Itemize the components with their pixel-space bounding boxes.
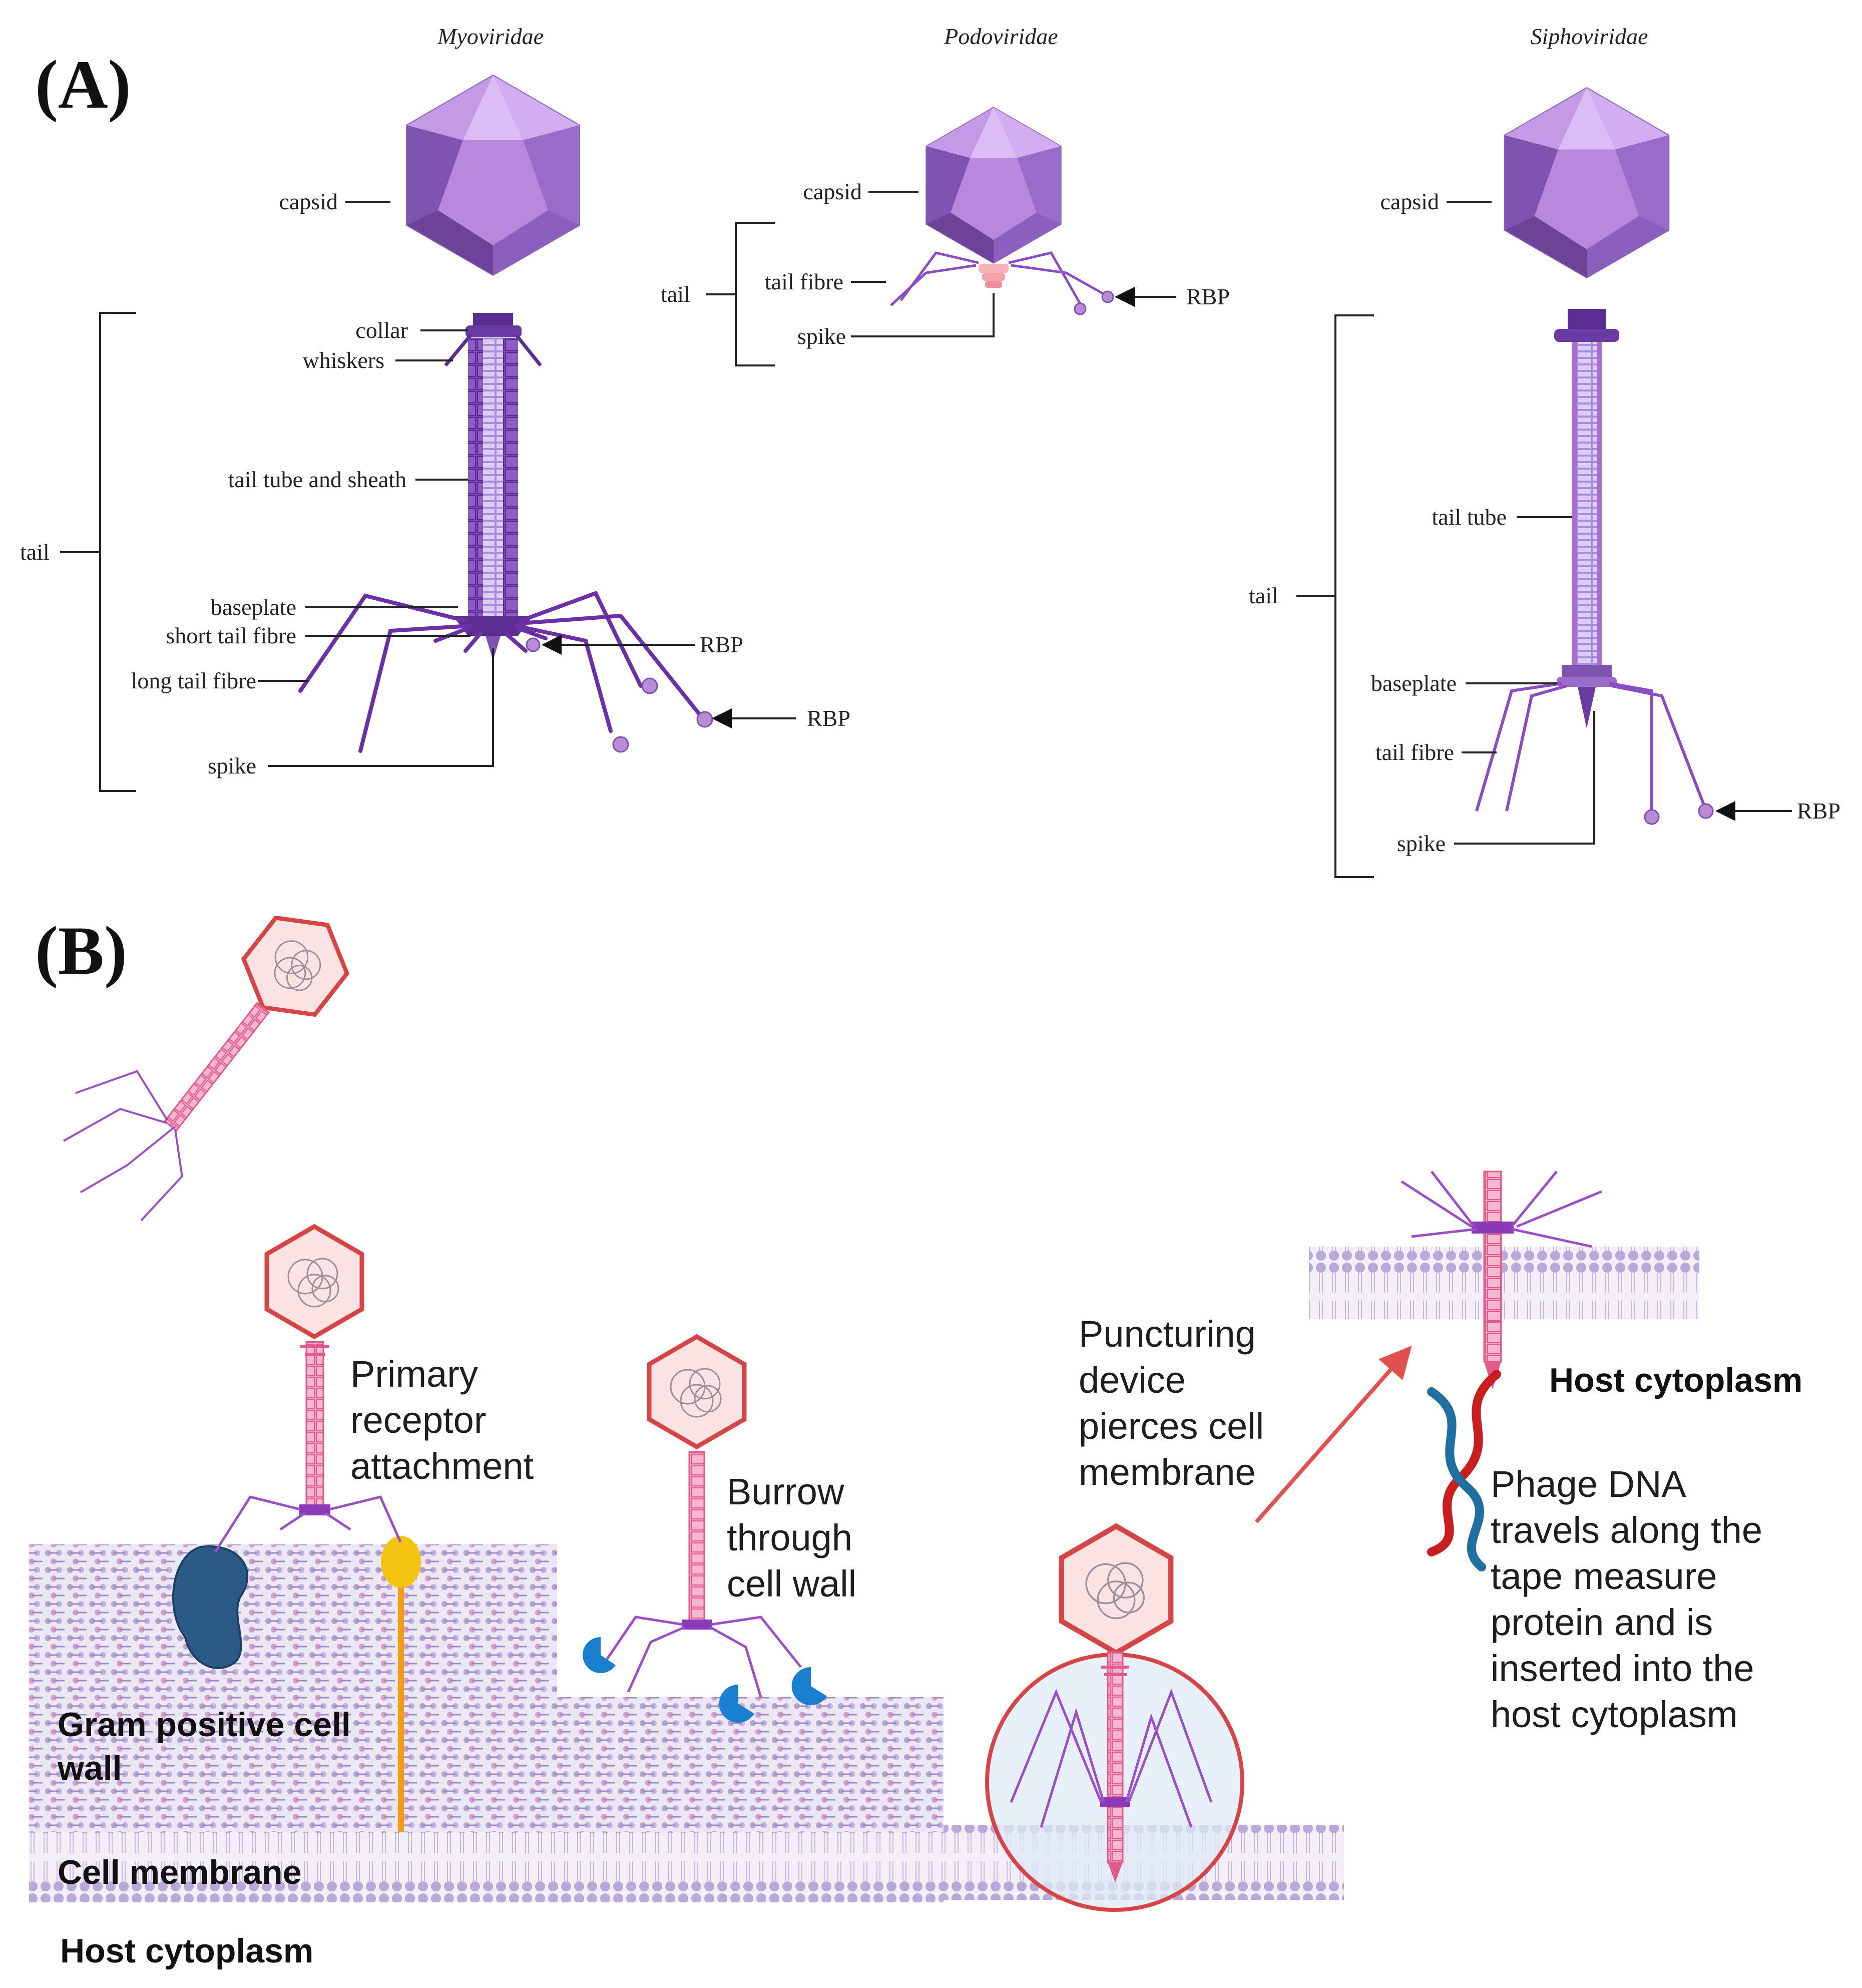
panel-b-label: (B) [35, 912, 127, 989]
myoviridae-collar [473, 313, 513, 327]
puncture-line-2: device [1079, 1359, 1186, 1401]
burrow-line-3: cell wall [727, 1563, 856, 1605]
siphoviridae-label-tail-fibre: tail fibre [1375, 739, 1454, 765]
myoviridae-label-rbp-1: RBP [700, 632, 743, 657]
podoviridae-label-rbp: RBP [1186, 284, 1230, 309]
attachment-line-2: receptor [350, 1399, 486, 1441]
podoviridae-diagram: Podoviridae capsid tail tail fibre [661, 24, 1230, 366]
podoviridae-fibres [890, 251, 1107, 306]
siphoviridae-baseplate [1562, 665, 1612, 677]
receptor-stalk [398, 1572, 404, 1832]
siphoviridae-label-tail: tail [1249, 583, 1278, 608]
myoviridae-diagram: Myoviridae [20, 24, 850, 792]
zoom-puncture-icon [1309, 1170, 1699, 1389]
cell-wall-label-1: Gram positive cell [58, 1706, 351, 1744]
enzyme-icon [791, 1667, 827, 1705]
siphoviridae-label-capsid: capsid [1380, 189, 1439, 214]
step-puncture-text: Puncturing device pierces cell membrane [1079, 1313, 1264, 1493]
myoviridae-label-capsid: capsid [279, 189, 338, 214]
podoviridae-leaders [706, 191, 1176, 366]
dna-line-6: host cytoplasm [1491, 1694, 1738, 1735]
dna-helix-icon [1427, 1370, 1501, 1571]
siphoviridae-label-baseplate: baseplate [1371, 670, 1457, 696]
siphoviridae-baseplate-ring [1557, 677, 1617, 687]
podoviridae-rbp-tips [1074, 290, 1114, 315]
panel-a-label: (A) [35, 46, 131, 123]
myoviridae-label-long-tail-fibre: long tail fibre [131, 668, 256, 693]
podoviridae-title: Podoviridae [944, 24, 1058, 49]
myoviridae-title: Myoviridae [437, 24, 544, 49]
siphoviridae-fibres [1475, 682, 1706, 812]
myoviridae-label-rbp-2: RBP [807, 705, 850, 731]
siphoviridae-rbp-tips [1644, 803, 1714, 825]
myoviridae-label-baseplate: baseplate [211, 594, 296, 620]
step-dna-text: Phage DNA travels along the tape measure… [1491, 1463, 1762, 1735]
myoviridae-baseplate [453, 616, 533, 636]
burrow-line-2: through [727, 1517, 852, 1558]
gram-positive-wall-thin [556, 1697, 944, 1832]
myoviridae-capsid-icon [406, 75, 580, 276]
free-phage-icon [63, 867, 363, 1222]
dna-line-1: Phage DNA [1491, 1463, 1686, 1505]
dna-line-5: inserted into the [1491, 1648, 1754, 1689]
enzyme-icon [583, 1637, 616, 1673]
dna-line-4: protein and is [1491, 1602, 1713, 1643]
cell-membrane-strip [29, 1832, 944, 1902]
myoviridae-label-tail-tube-sheath: tail tube and sheath [228, 467, 406, 492]
dna-line-3: tape measure [1491, 1555, 1717, 1597]
myoviridae-collar-ring [465, 325, 522, 337]
burrow-line-1: Burrow [727, 1471, 844, 1512]
podoviridae-label-capsid: capsid [803, 179, 862, 204]
phage-puncture-icon [985, 1526, 1244, 1912]
myoviridae-label-spike: spike [208, 753, 256, 778]
siphoviridae-collar [1568, 309, 1606, 329]
phage-burrow-icon [597, 1337, 802, 1698]
enzyme-icons [583, 1637, 827, 1723]
arrow-icon [1255, 1346, 1412, 1523]
myoviridae-label-whiskers: whiskers [302, 347, 384, 373]
attachment-line-1: Primary [350, 1353, 478, 1395]
receptor-yellow-icon [381, 1536, 421, 1588]
siphoviridae-collar-ring [1554, 329, 1619, 342]
siphoviridae-diagram: Siphoviridae capsid tail [1249, 24, 1840, 878]
siphoviridae-spike [1578, 687, 1596, 728]
podoviridae-label-spike: spike [797, 323, 846, 349]
siphoviridae-title: Siphoviridae [1530, 24, 1648, 49]
podoviridae-label-tail: tail [661, 281, 690, 307]
cell-membrane-label: Cell membrane [58, 1853, 302, 1891]
podoviridae-label-tail-fibre: tail fibre [765, 269, 843, 294]
receptor-protein-icon [172, 1545, 249, 1669]
host-cytoplasm-label-right: Host cytoplasm [1549, 1361, 1802, 1399]
myoviridae-label-short-tail-fibre: short tail fibre [166, 623, 296, 648]
siphoviridae-label-tail-tube: tail tube [1432, 504, 1507, 530]
myoviridae-label-tail: tail [20, 539, 50, 565]
host-cytoplasm-label-bottom: Host cytoplasm [60, 1932, 313, 1970]
siphoviridae-label-rbp: RBP [1797, 798, 1840, 824]
myoviridae-tube [483, 338, 503, 616]
siphoviridae-tube-inner [1577, 342, 1597, 665]
myoviridae-fibres [298, 591, 703, 753]
puncture-line-3: pierces cell [1079, 1405, 1264, 1447]
siphoviridae-label-spike: spike [1397, 831, 1446, 856]
puncture-line-1: Puncturing [1079, 1313, 1256, 1355]
cell-wall-label-2: wall [57, 1749, 122, 1787]
siphoviridae-capsid-icon [1504, 87, 1670, 278]
phage-attachment-icon [214, 1227, 402, 1553]
siphoviridae-leaders [1296, 201, 1792, 878]
myoviridae-leaders [60, 201, 796, 792]
puncture-line-4: membrane [1079, 1451, 1256, 1493]
step-burrow-text: Burrow through cell wall [727, 1471, 856, 1605]
step-attachment-text: Primary receptor attachment [350, 1353, 534, 1487]
myoviridae-rbp-tips [526, 637, 713, 753]
gram-positive-wall-thick [29, 1544, 557, 1832]
dna-line-2: travels along the [1491, 1509, 1762, 1551]
podoviridae-spike [979, 264, 1009, 288]
myoviridae-label-collar: collar [355, 317, 408, 343]
attachment-line-3: attachment [350, 1445, 534, 1487]
enzyme-icon [719, 1684, 754, 1723]
podoviridae-capsid-icon [925, 107, 1062, 264]
